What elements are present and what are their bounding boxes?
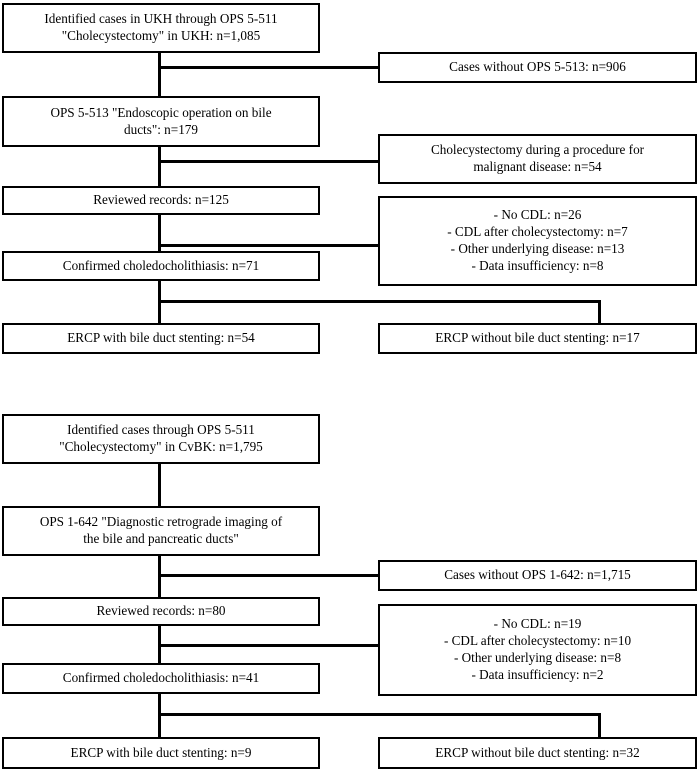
node-cvbk-exclusion-reasons: - No CDL: n=19 - CDL after cholecystecto…	[378, 604, 697, 696]
node-ukh-confirmed-choledocholithiasis: Confirmed choledocholithiasis: n=71	[2, 251, 320, 281]
node-cvbk-ercp-without-stenting: ERCP without bile duct stenting: n=32	[378, 737, 697, 769]
connector-vertical-ukh-1	[158, 52, 161, 96]
node-label: Identified cases through OPS 5-511 "Chol…	[59, 422, 263, 454]
node-label: Cholecystectomy during a procedure for m…	[430, 142, 645, 174]
connector-branch-cvbk-exclude-1	[158, 574, 380, 577]
connector-vertical-ukh-ercp-right	[598, 300, 601, 325]
connector-branch-cvbk-exclude-2	[158, 644, 380, 647]
connector-vertical-ukh-ercp-left	[158, 300, 161, 325]
connector-vertical-cvbk-2	[158, 556, 161, 599]
connector-vertical-cvbk-4	[158, 692, 161, 716]
connector-branch-ukh-exclude-1	[158, 66, 380, 69]
node-cvbk-identified-cases: Identified cases through OPS 5-511 "Chol…	[2, 414, 320, 464]
node-label: ERCP without bile duct stenting: n=17	[435, 330, 640, 346]
node-label: OPS 5-513 "Endoscopic operation on bile …	[50, 104, 272, 137]
connector-vertical-cvbk-ercp-left	[158, 713, 161, 739]
node-cvbk-reviewed-records: Reviewed records: n=80	[2, 597, 320, 626]
node-cvbk-ops-1642: OPS 1-642 "Diagnostic retrograde imaging…	[2, 506, 320, 556]
node-label: ERCP with bile duct stenting: n=9	[70, 744, 252, 760]
node-ukh-ops-5513: OPS 5-513 "Endoscopic operation on bile …	[2, 96, 320, 147]
connector-vertical-cvbk-ercp-right	[598, 713, 601, 739]
node-ukh-cholecystectomy-malignant: Cholecystectomy during a procedure for m…	[378, 134, 697, 184]
connector-branch-ukh-exclude-2	[158, 160, 380, 163]
connector-vertical-ukh-2	[158, 147, 161, 188]
node-label: Cases without OPS 5-513: n=906	[449, 59, 626, 75]
connector-branch-ukh-exclude-3	[158, 244, 380, 247]
connector-vertical-ukh-3	[158, 213, 161, 253]
node-ukh-ercp-without-stenting: ERCP without bile duct stenting: n=17	[378, 323, 697, 354]
connector-split-ukh	[158, 300, 601, 303]
node-label: OPS 1-642 "Diagnostic retrograde imaging…	[39, 514, 283, 546]
node-label: Confirmed choledocholithiasis: n=71	[62, 257, 260, 273]
node-ukh-cases-without-ops-5513: Cases without OPS 5-513: n=906	[378, 52, 697, 83]
node-label: Reviewed records: n=80	[96, 603, 226, 619]
connector-vertical-ukh-4	[158, 279, 161, 303]
node-label: Reviewed records: n=125	[93, 192, 229, 208]
node-label: - No CDL: n=19 - CDL after cholecystecto…	[443, 616, 632, 682]
node-ukh-ercp-with-stenting: ERCP with bile duct stenting: n=54	[2, 323, 320, 354]
node-label: - No CDL: n=26 - CDL after cholecystecto…	[447, 207, 628, 273]
node-ukh-reviewed-records: Reviewed records: n=125	[2, 186, 320, 215]
node-label: ERCP with bile duct stenting: n=54	[67, 330, 255, 346]
node-ukh-exclusion-reasons: - No CDL: n=26 - CDL after cholecystecto…	[378, 196, 697, 286]
node-cvbk-confirmed-choledocholithiasis: Confirmed choledocholithiasis: n=41	[2, 663, 320, 694]
node-label: Confirmed choledocholithiasis: n=41	[62, 670, 260, 686]
node-label: ERCP without bile duct stenting: n=32	[435, 744, 640, 760]
node-label: Identified cases in UKH through OPS 5-51…	[44, 11, 278, 43]
node-cvbk-ercp-with-stenting: ERCP with bile duct stenting: n=9	[2, 737, 320, 769]
connector-vertical-cvbk-1	[158, 464, 161, 506]
connector-split-cvbk	[158, 713, 601, 716]
node-ukh-identified-cases: Identified cases in UKH through OPS 5-51…	[2, 3, 320, 53]
node-cvbk-cases-without-ops-1642: Cases without OPS 1-642: n=1,715	[378, 560, 697, 591]
node-label: Cases without OPS 1-642: n=1,715	[444, 567, 631, 583]
